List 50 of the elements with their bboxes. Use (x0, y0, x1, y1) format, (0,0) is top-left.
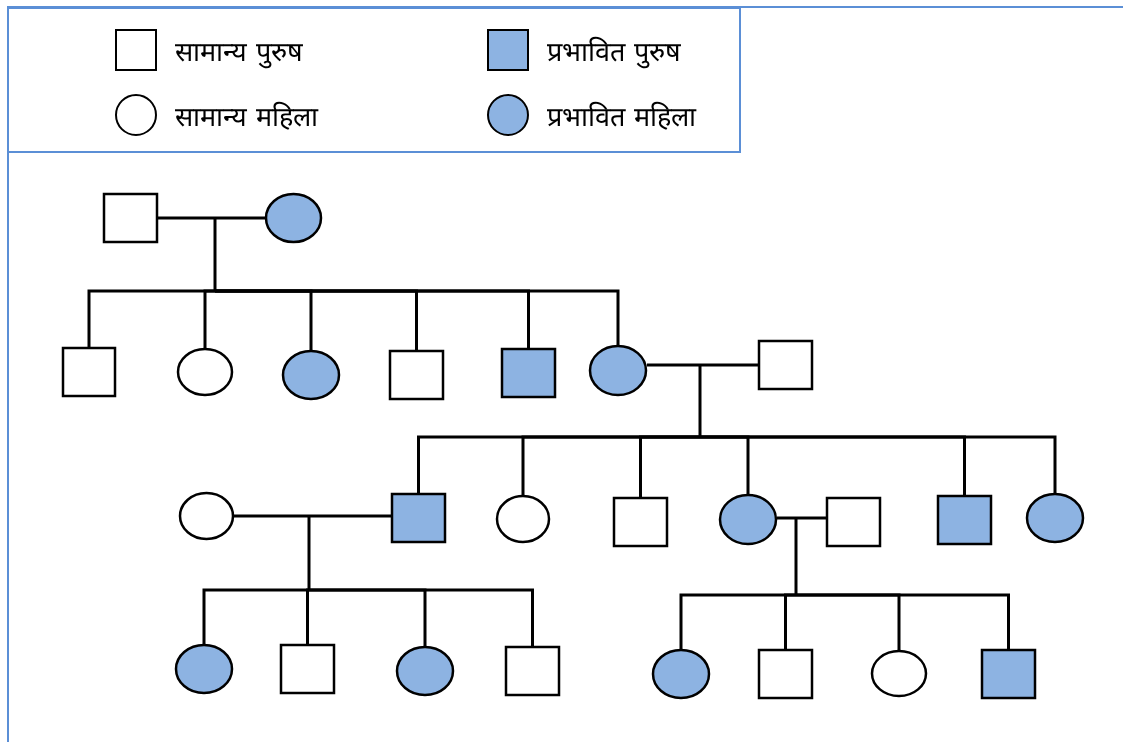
male-symbol (280, 644, 335, 694)
pedigree-line (306, 588, 311, 644)
male-symbol (613, 497, 668, 547)
male-symbol (62, 347, 116, 397)
pedigree-line (213, 218, 217, 291)
affected-male-symbol (981, 649, 1036, 699)
male-symbol (758, 649, 813, 699)
pedigree-line (158, 216, 215, 220)
female-symbol (871, 650, 927, 697)
legend-text: प्रभावित महिला (547, 99, 696, 134)
affected-female-symbol (282, 350, 340, 400)
pedigree-line (700, 435, 1057, 493)
female-symbol (496, 495, 550, 543)
pedigree-line (234, 514, 309, 518)
pedigree-line (215, 289, 620, 345)
legend-text: सामान्य पुरुष (175, 34, 303, 69)
male-symbol (505, 646, 560, 696)
affected-female-symbol (175, 644, 233, 694)
pedigree-line (215, 216, 265, 220)
affected-male-symbol (501, 348, 556, 398)
pedigree-line (796, 516, 826, 520)
pedigree-line (777, 516, 796, 520)
pedigree-line (309, 588, 534, 646)
affected-female-symbol (265, 193, 322, 243)
female-symbol (179, 492, 234, 540)
pedigree-line (700, 363, 758, 367)
affected-female-symbol (1026, 493, 1084, 543)
female-symbol (177, 348, 233, 396)
legend-text: प्रभावित पुरुष (547, 34, 681, 69)
pedigree-line (796, 593, 1010, 649)
pedigree-line (794, 518, 798, 595)
pedigree-line (307, 516, 311, 590)
male-symbol (103, 193, 158, 243)
pedigree-line (647, 363, 700, 367)
affected-female-symbol (396, 646, 454, 696)
pedigree-line (202, 588, 309, 644)
male-symbol (758, 340, 813, 390)
legend-text: सामान्य महिला (175, 99, 318, 134)
pedigree-line (309, 514, 391, 518)
male-symbol (389, 350, 444, 400)
pedigree-line (639, 435, 700, 497)
affected-male-symbol (391, 493, 446, 543)
male-symbol (826, 497, 881, 547)
affected-female-symbol (589, 345, 647, 396)
affected-male-symbol (937, 495, 992, 545)
affected-female-symbol (719, 494, 777, 545)
affected-female-symbol (652, 649, 710, 699)
pedigree-line (698, 365, 702, 437)
pedigree-line (203, 289, 215, 348)
pedigree-line (784, 593, 796, 649)
